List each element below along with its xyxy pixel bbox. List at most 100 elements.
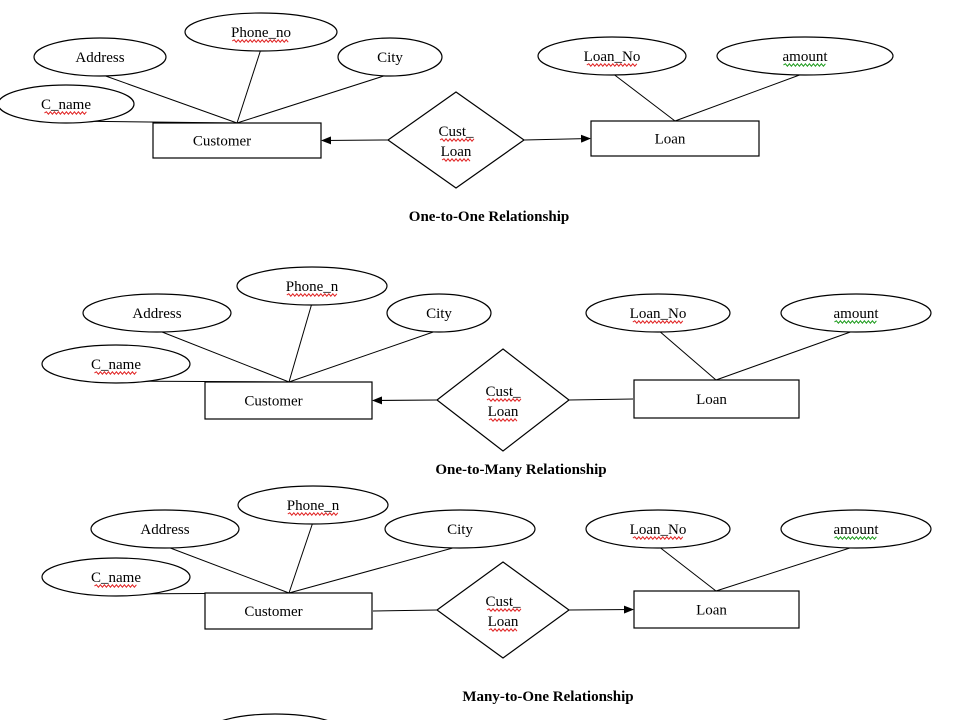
entity-label: Customer	[244, 604, 302, 620]
spellcheck-underline	[486, 608, 522, 612]
relationship-link-loan	[523, 134, 591, 143]
attribute-ellipse	[537, 36, 687, 76]
spellcheck-underline	[286, 293, 338, 297]
entity-customer: Customer	[152, 122, 322, 159]
attribute-ellipse	[585, 293, 731, 333]
entity-label: Customer	[244, 394, 302, 410]
entity-loan: Loan	[590, 120, 760, 157]
entity-box	[204, 592, 373, 630]
entity-label: Customer	[193, 134, 251, 150]
attribute-ellipse	[236, 266, 388, 306]
attribute-address: Address	[82, 293, 232, 333]
attribute-connector	[156, 329, 290, 383]
attribute-ellipse	[90, 509, 240, 549]
attribute-label: Address	[140, 522, 189, 538]
attribute-label: C_name	[41, 97, 91, 113]
entity-box	[633, 590, 800, 629]
attribute-amount: amount	[716, 36, 894, 76]
entity-label: Loan	[696, 392, 727, 408]
relationship-label-line2: Loan	[488, 404, 519, 420]
attribute-cname: C_name	[41, 344, 191, 384]
attribute-label: Phone_n	[287, 498, 340, 514]
spellcheck-underline	[94, 584, 137, 588]
spellcheck-underline	[834, 536, 877, 540]
attribute-connector	[674, 72, 806, 122]
relationship-label-line1: Cust_	[485, 594, 521, 610]
relationship-link-customer	[372, 396, 438, 405]
spellcheck-underline	[439, 138, 475, 142]
relationship-cust-loan: Cust_ Loan	[435, 561, 571, 659]
relationship-link-customer	[321, 136, 389, 145]
attribute-connector	[288, 545, 461, 594]
attribute-phone: Phone_no	[184, 12, 338, 52]
attribute-city: City	[386, 293, 492, 333]
spellcheck-underline	[231, 39, 289, 43]
entity-label: Loan	[655, 132, 686, 148]
spellcheck-underline	[488, 628, 518, 632]
attribute-ellipse	[585, 509, 731, 549]
attribute-label: Address	[132, 306, 181, 322]
attribute-label: Loan_No	[630, 522, 687, 538]
attribute-label: Loan_No	[630, 306, 687, 322]
attribute-ellipse	[716, 36, 894, 76]
attribute-ellipse	[384, 509, 536, 549]
attribute-ellipse	[780, 293, 932, 333]
attribute-connector	[99, 73, 238, 124]
attribute-ellipse	[237, 485, 389, 525]
diagram-caption: One-to-Many Relationship	[435, 462, 606, 478]
entity-loan: Loan	[633, 379, 800, 419]
attribute-ellipse	[780, 509, 932, 549]
attribute-label: amount	[783, 49, 829, 65]
attribute-connector	[236, 48, 262, 124]
attribute-address: Address	[33, 37, 167, 77]
relationship-label-line1: Cust_	[485, 384, 521, 400]
spellcheck-underline	[486, 398, 522, 402]
attribute-city: City	[337, 37, 443, 77]
attribute-connector	[611, 72, 676, 122]
entity-label: Loan	[696, 603, 727, 619]
attribute-connector	[657, 545, 717, 592]
diagram-caption: One-to-One Relationship	[409, 209, 569, 225]
relationship-link-loan	[568, 605, 634, 614]
diagram-caption: Many-to-One Relationship	[462, 689, 633, 705]
attribute-cname: C_name	[41, 557, 191, 597]
attribute-amount: amount	[780, 509, 932, 549]
spellcheck-underline	[287, 512, 339, 516]
attribute-label: C_name	[91, 570, 141, 586]
attribute-label: Address	[75, 50, 124, 66]
attribute-connector	[657, 329, 717, 381]
attribute-phone: Phone_n	[237, 485, 389, 525]
attribute-label: Loan_No	[584, 49, 641, 65]
spellcheck-underline	[441, 158, 471, 162]
cropped-attribute-ellipse	[222, 713, 328, 720]
entity-customer: Customer	[204, 592, 373, 630]
attribute-amount: amount	[780, 293, 932, 333]
attribute-connector	[715, 545, 857, 592]
relationship-cust-loan: Cust_Loan	[386, 91, 526, 189]
attribute-ellipse	[386, 293, 492, 333]
spellcheck-underline	[783, 63, 826, 67]
spellcheck-underline	[94, 371, 137, 375]
entity-box	[633, 379, 800, 419]
attribute-phone: Phone_n	[236, 266, 388, 306]
spellcheck-underline	[834, 320, 877, 324]
entity-customer: Customer	[204, 381, 373, 420]
attribute-city: City	[384, 509, 536, 549]
attribute-label: City	[426, 306, 452, 322]
attribute-label: City	[447, 522, 473, 538]
attribute-connector	[236, 73, 391, 124]
attribute-ellipse	[0, 84, 135, 124]
spellcheck-underline	[488, 418, 518, 422]
attribute-address: Address	[90, 509, 240, 549]
relationship-label-line2: Loan	[488, 614, 519, 630]
relationship-diamond	[435, 561, 571, 659]
spellcheck-underline	[632, 320, 684, 324]
attribute-loan-no: Loan_No	[537, 36, 687, 76]
attribute-label: amount	[834, 522, 880, 538]
attribute-ellipse	[41, 344, 191, 384]
spellcheck-underline	[44, 111, 87, 115]
relationship-label-line1: Cust_	[438, 124, 474, 140]
